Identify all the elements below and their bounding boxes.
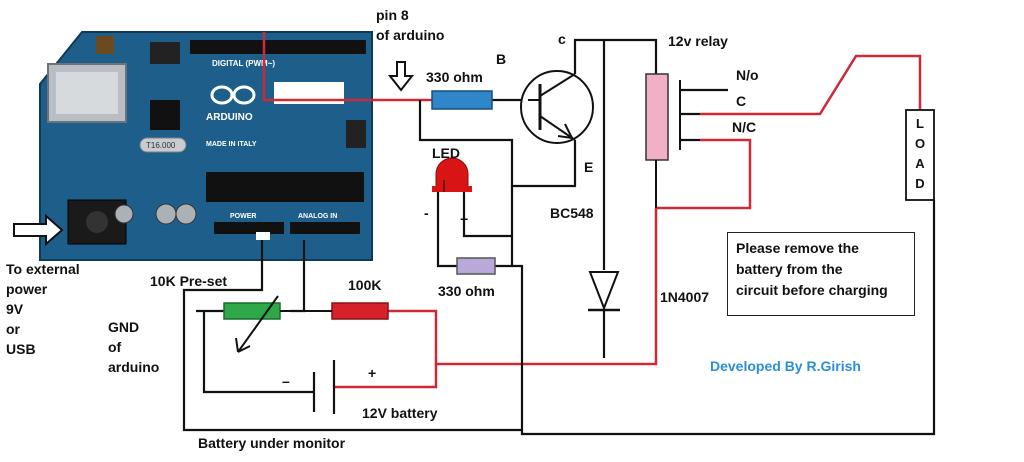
black-wires [182,38,936,436]
reset-button [96,36,114,54]
digital-pin-label: 9 [240,25,250,30]
digital-pin-label: 8 [252,25,262,30]
gnd-pin-marker [256,232,270,240]
battery-minus-label: – [282,373,290,389]
digital-pin-label: 3 [312,25,322,30]
analog-header-label: ANALOG IN [298,213,337,220]
digital-pin-label: 13 [192,20,202,30]
battery-label: 12V battery [362,405,438,421]
r3-label: 100K [348,277,381,293]
base-label: B [496,51,506,67]
digital-pin-label: 1 [336,25,346,30]
microcontroller-chip [206,172,364,202]
preset-wiper-arrow [235,295,279,353]
digital-pin-label: 12 [204,20,214,30]
no-label: N/o [736,67,759,83]
analog-header [290,222,360,234]
power-header-label: POWER [230,213,256,220]
red-wires [262,32,922,389]
battery-plus-label: + [368,365,376,381]
note-box: Please remove the battery from the circu… [727,232,915,316]
load-box [905,109,935,201]
crystal [139,137,187,153]
input-arrow-icon [13,213,64,247]
crystal-label: T16.000 [146,141,176,150]
r2-label: 330 ohm [438,283,495,299]
digital-pin-label: 2 [324,25,334,30]
resistor-330-base [431,90,493,110]
developer-credit: Developed By R.Girish [710,358,861,374]
resistor-330-led [456,257,496,275]
usb-chip [150,100,180,130]
arduino-logo [210,85,256,105]
nc-label: N/C [732,119,756,135]
resistor-100k [331,302,389,320]
digital-pin-label: 5 [288,25,298,30]
made-in-italy: MADE IN ITALY [206,141,257,148]
digital-header [190,40,366,54]
led-plus-label: + [460,211,468,227]
note-text: Please remove the battery from the circu… [736,240,888,298]
transistor-label: BC548 [550,205,594,221]
digital-pin-label: 6 [276,25,286,30]
icsp-header [346,120,366,148]
power-header [214,222,284,234]
capacitors [114,203,197,225]
emitter-label: E [584,159,593,175]
digital-pin-label: 7 [264,25,274,30]
arduino-name: ARDUINO [206,112,253,123]
led-minus-label: - [424,205,429,221]
pin-arrow-icon [387,61,415,92]
digital-pin-label: 0 [348,25,358,30]
transistor-bc548 [520,70,594,144]
c-label: C [736,93,746,109]
relay-label: 12v relay [668,33,728,49]
preset-label: 10K Pre-set [150,273,227,289]
monitor-label: Battery under monitor [198,435,346,451]
diode-label: 1N4007 [660,289,709,305]
led-label: LED [432,145,460,161]
r1-label: 330 ohm [426,69,483,85]
digital-pin-label: 4 [300,25,310,30]
relay-coil [645,73,669,161]
led [432,157,472,192]
digital-header-label: DIGITAL (PWM~) [212,59,275,68]
digital-pin-label: 11 [216,20,226,30]
digital-pin-label: 10 [228,20,238,30]
diode-1n4007 [588,271,620,312]
collector-label: c [558,31,566,47]
